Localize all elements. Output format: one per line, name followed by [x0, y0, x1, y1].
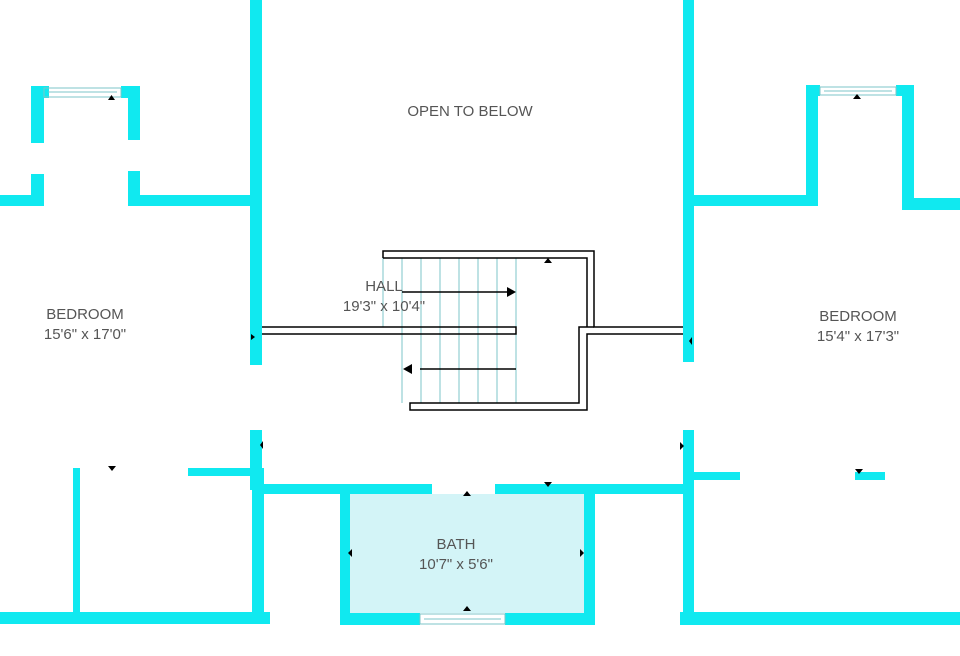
windows [43, 86, 897, 625]
room-dimensions: 10'7" x 5'6" [419, 556, 493, 573]
door-markers [108, 94, 863, 611]
room-name: OPEN TO BELOW [407, 103, 533, 120]
stair-railings [262, 250, 683, 411]
room-label-bath: BATH 10'7" x 5'6" [419, 535, 493, 575]
room-name: BATH [436, 536, 476, 553]
room-dimensions: 15'6" x 17'0" [43, 326, 127, 343]
room-dimensions: 15'4" x 17'3" [816, 328, 900, 345]
room-label-hall: HALL 19'3" x 10'4" [343, 277, 425, 317]
room-dimensions: 19'3" x 10'4" [342, 298, 426, 315]
bath-floor [350, 494, 584, 613]
room-label-open-to-below: OPEN TO BELOW [407, 102, 532, 122]
stair-treads [382, 258, 517, 403]
walls [0, 0, 960, 625]
room-label-left-bedroom: BEDROOM 15'6" x 17'0" [44, 305, 126, 345]
stair-arrows [402, 287, 516, 374]
room-name: BEDROOM [46, 306, 124, 323]
room-label-right-bedroom: BEDROOM 15'4" x 17'3" [817, 307, 899, 347]
room-name: BEDROOM [819, 308, 897, 325]
room-name: HALL [365, 278, 403, 295]
